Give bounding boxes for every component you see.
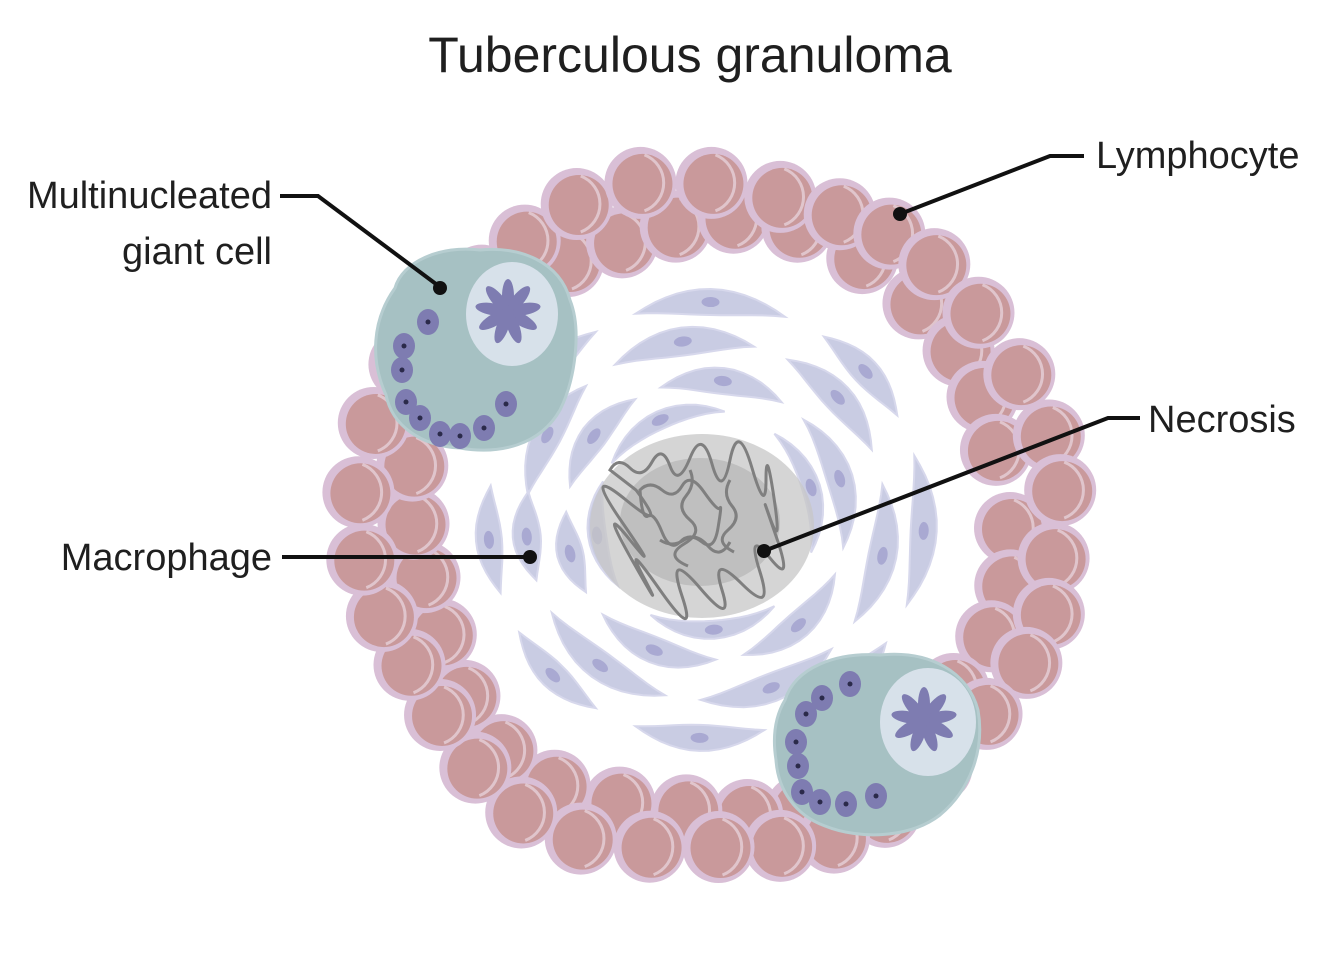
leader-necrosis xyxy=(763,416,1140,553)
lymphocyte-cell-icon xyxy=(744,809,817,882)
macrophage-cell-icon xyxy=(612,325,758,367)
giant-cell-nucleus xyxy=(473,415,495,441)
macrophage-cell-icon xyxy=(568,397,638,490)
macrophage-cell-icon xyxy=(649,605,776,640)
giant-cell-nucleus xyxy=(809,789,831,815)
lymphocyte-cell-icon xyxy=(942,276,1015,349)
lymphocyte-cell-icon xyxy=(604,146,677,219)
lymphocyte-cell-icon xyxy=(439,731,512,804)
lymphocyte-cell-icon xyxy=(898,228,971,301)
macrophage-cell-icon xyxy=(610,403,726,465)
giant-cell-nuclei xyxy=(785,671,887,817)
macrophage-layer xyxy=(474,287,938,752)
macrophage-cell-icon xyxy=(631,287,789,319)
lymphocyte-cell-icon xyxy=(1017,522,1090,595)
giant-cell-nucleus xyxy=(791,779,813,805)
macrophage-cell-icon xyxy=(555,509,588,595)
macrophage-cell-icon xyxy=(632,723,768,752)
macrophage-cell-icon xyxy=(821,335,899,419)
giant-cell-nucleus xyxy=(811,685,833,711)
label-giant-cell-line2: giant cell xyxy=(122,231,272,273)
label-necrosis: Necrosis xyxy=(1148,399,1296,441)
giant-cell-nucleus xyxy=(449,423,471,449)
giant-cell-top-left xyxy=(374,247,578,452)
lymphocyte-cell-icon xyxy=(682,811,755,884)
leader-lymphocyte xyxy=(899,154,1084,216)
lymphocyte-cell-icon xyxy=(544,802,617,875)
giant-cell-nucleus xyxy=(835,791,857,817)
label-lymphocyte: Lymphocyte xyxy=(1096,135,1299,177)
lymphocyte-cell-icon xyxy=(675,146,748,219)
lymphocyte-cell-icon xyxy=(1024,454,1097,527)
giant-cell-nucleus xyxy=(417,309,439,335)
giant-cell-nucleus xyxy=(391,357,413,383)
lymphocyte-cell-icon xyxy=(744,160,817,233)
giant-cell-nucleus xyxy=(409,405,431,431)
lymphocyte-cell-icon xyxy=(485,776,558,849)
lymphocyte-cell-icon xyxy=(990,626,1063,699)
leader-dots xyxy=(433,207,907,564)
lymphocyte-cell-icon xyxy=(326,523,399,596)
giant-cell-nucleus xyxy=(795,701,817,727)
necrosis-core-icon xyxy=(590,434,814,620)
macrophage-cell-icon xyxy=(800,416,857,552)
macrophage-cell-icon xyxy=(549,609,669,697)
lymphocyte-cell-icon xyxy=(377,487,450,560)
lymphocyte-cell-icon xyxy=(540,168,613,241)
giant-cell-bottom-right xyxy=(772,652,982,837)
macrophage-cell-icon xyxy=(517,629,599,710)
giant-cell-nucleus xyxy=(839,671,861,697)
leader-giant-cell xyxy=(280,194,442,289)
giant-cell-nucleus xyxy=(495,391,517,417)
macrophage-cell-icon xyxy=(784,358,874,453)
label-giant-cell-line1: Multinucleated xyxy=(27,175,272,217)
giant-cell-nucleus xyxy=(393,333,415,359)
macrophage-cell-icon xyxy=(600,612,720,669)
giant-cell-nucleus xyxy=(787,753,809,779)
lymphocyte-cell-icon xyxy=(613,810,686,883)
giant-cell-nucleus xyxy=(865,783,887,809)
macrophage-cell-icon xyxy=(657,366,785,404)
giant-cell-nucleus xyxy=(395,389,417,415)
macrophage-cell-icon xyxy=(852,480,899,625)
diagram-title: Tuberculous granuloma xyxy=(428,27,952,83)
giant-cell-nucleus xyxy=(785,729,807,755)
lymphocyte-cell-icon xyxy=(983,338,1056,411)
asteroid-body-icon xyxy=(891,687,957,752)
label-macrophage: Macrophage xyxy=(61,537,272,579)
giant-cell-nucleus xyxy=(429,421,451,447)
macrophage-cell-icon xyxy=(740,571,837,656)
lymphocyte-cell-icon xyxy=(322,456,395,529)
giant-cell-nuclei xyxy=(391,309,517,449)
lymphocyte-cell-icon xyxy=(345,580,418,653)
asteroid-body-icon xyxy=(475,279,541,344)
leader-lines xyxy=(280,154,1140,559)
